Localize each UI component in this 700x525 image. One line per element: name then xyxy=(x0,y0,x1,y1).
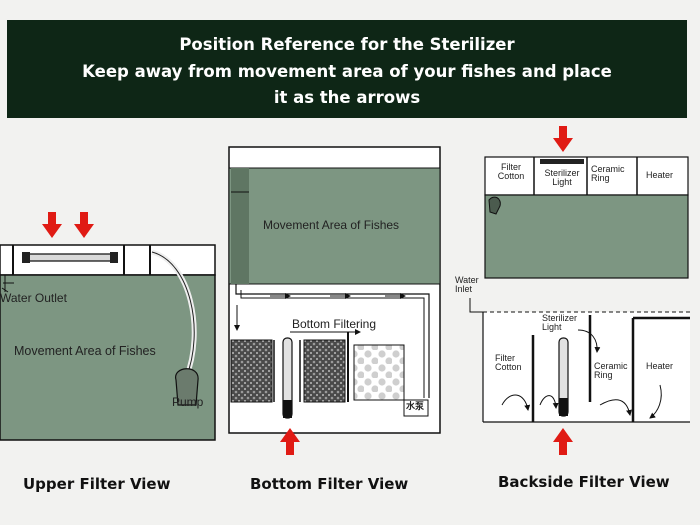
heater-label: Heater xyxy=(646,361,674,371)
pump-icon xyxy=(175,368,199,406)
bottom-filter-view xyxy=(228,146,441,455)
bottom-tank-water xyxy=(228,167,441,285)
ceramic-ring-block xyxy=(353,344,405,401)
backside-filter-caption: Backside Filter View xyxy=(498,473,670,491)
water-inlet-label: Water Inlet xyxy=(455,275,479,295)
backside-filter-view xyxy=(469,126,690,455)
backside-top-arrow xyxy=(553,126,573,152)
top-heater-label: Heater xyxy=(646,170,674,180)
banner-line-1: Position Reference for the Sterilizer xyxy=(179,35,515,54)
banner-line-2: Keep away from movement area of your fis… xyxy=(82,62,612,81)
ceramic-ring-label: Ceramic Ring xyxy=(594,361,628,381)
top-filter-cotton-label: Filter Cotton xyxy=(497,162,525,182)
bottom-filtering-label: Bottom Filtering xyxy=(292,317,377,331)
pump-label: Pump xyxy=(172,395,204,409)
backside-filter-box xyxy=(483,312,690,422)
backside-top-water xyxy=(484,194,689,279)
upper-sterilizer-light xyxy=(23,253,117,262)
bottom-filter-caption: Bottom Filter View xyxy=(250,475,409,493)
overflow-pipe xyxy=(235,284,430,398)
upper-filter-caption: Upper Filter View xyxy=(23,475,171,493)
title-banner: Position Reference for the Sterilizer Ke… xyxy=(7,20,687,118)
top-sterilizer-light-label: Sterilizer Light xyxy=(544,168,580,188)
sponge-block-2 xyxy=(303,339,346,403)
intake-icon xyxy=(488,196,501,215)
water-outlet-label: Water Outlet xyxy=(0,291,67,305)
backside-bottom-arrow xyxy=(553,428,573,455)
filter-cotton-label: Filter Cotton xyxy=(495,353,522,373)
sterilizer-light-label: Sterilizer Light xyxy=(542,313,578,333)
top-ceramic-ring-label: Ceramic Ring xyxy=(591,164,625,184)
upper-tank-water xyxy=(0,274,216,441)
upper-movement-area-label: Movement Area of Fishes xyxy=(14,344,156,358)
tank-mark-label: 水泵 xyxy=(406,401,425,411)
banner-line-3: it as the arrows xyxy=(273,88,421,107)
upper-arrow-2 xyxy=(74,212,94,238)
bottom-arrow xyxy=(280,428,300,455)
sponge-block-1 xyxy=(230,339,273,403)
upper-filter-view xyxy=(0,212,216,441)
bottom-movement-area-label: Movement Area of Fishes xyxy=(263,218,400,232)
upper-arrow-1 xyxy=(42,212,62,238)
